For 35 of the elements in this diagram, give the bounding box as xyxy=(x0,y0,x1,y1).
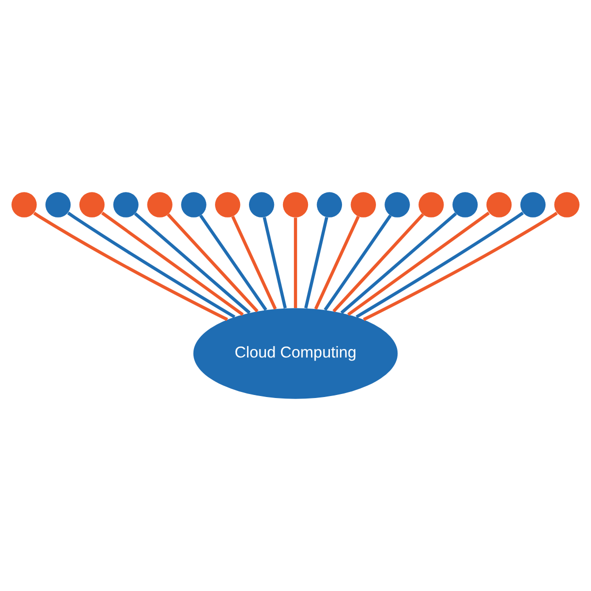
node-circle xyxy=(248,192,274,218)
node-circle xyxy=(520,192,546,218)
connector xyxy=(166,213,258,312)
node-circle xyxy=(554,192,580,218)
connector xyxy=(231,216,277,310)
node-circle xyxy=(316,192,342,218)
connector xyxy=(340,212,457,314)
node-circle xyxy=(45,192,71,218)
node-circle xyxy=(384,192,410,218)
connector xyxy=(134,212,251,314)
connector xyxy=(262,216,287,309)
node-circle xyxy=(12,192,37,218)
node-circle xyxy=(486,192,512,218)
connector xyxy=(67,212,236,318)
node-circle xyxy=(418,192,444,218)
node-circle xyxy=(282,192,308,218)
connector xyxy=(33,212,228,321)
connector xyxy=(101,212,244,316)
node-circle xyxy=(147,192,172,218)
node-circle xyxy=(113,192,138,218)
node-ellipse: Cloud Computing xyxy=(193,308,398,399)
connector xyxy=(347,212,490,316)
node-circle xyxy=(350,192,376,218)
node-circle xyxy=(181,192,206,218)
connector xyxy=(332,213,424,312)
connector xyxy=(314,216,360,310)
connector xyxy=(324,214,392,311)
connector xyxy=(356,212,524,318)
node-circle xyxy=(79,192,105,218)
node-circle xyxy=(215,192,240,218)
connector xyxy=(199,214,268,311)
node-circle xyxy=(452,192,478,218)
connector xyxy=(294,218,298,308)
connector xyxy=(304,216,328,309)
connector xyxy=(362,212,558,321)
